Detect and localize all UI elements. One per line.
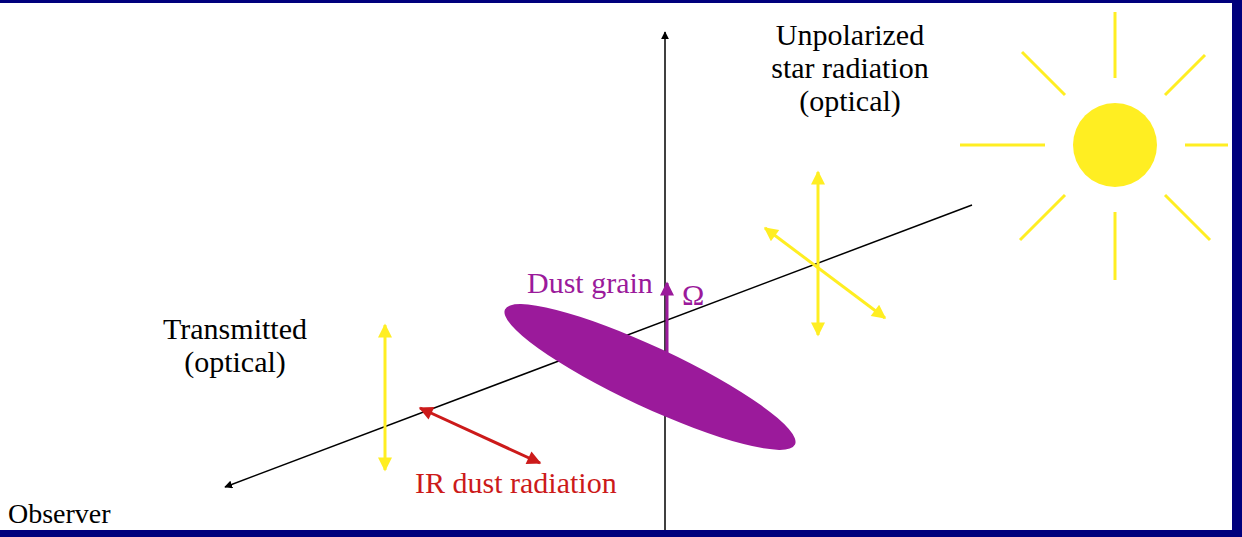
line-of-sight	[225, 205, 972, 487]
ir-radiation-label: IR dust radiation	[413, 466, 619, 499]
spin-vector	[666, 283, 669, 370]
rotation-axis	[664, 32, 666, 530]
polarization-arrow	[384, 325, 387, 470]
white-panel	[0, 3, 1232, 530]
polarization-arrow	[420, 408, 540, 463]
transmitted-label: Transmitted (optical)	[110, 312, 360, 378]
omega-label: Ω	[682, 278, 704, 311]
polarization-arrow	[817, 172, 820, 335]
star-symbol	[960, 12, 1228, 280]
dust-grain-shape	[492, 282, 807, 472]
polarization-arrow	[765, 228, 885, 318]
star-disk	[1073, 103, 1157, 187]
star-radiation-label: Unpolarized star radiation (optical)	[755, 18, 945, 117]
dust-grain-label: Dust grain	[525, 266, 655, 299]
observer-label: Observer	[8, 499, 111, 530]
